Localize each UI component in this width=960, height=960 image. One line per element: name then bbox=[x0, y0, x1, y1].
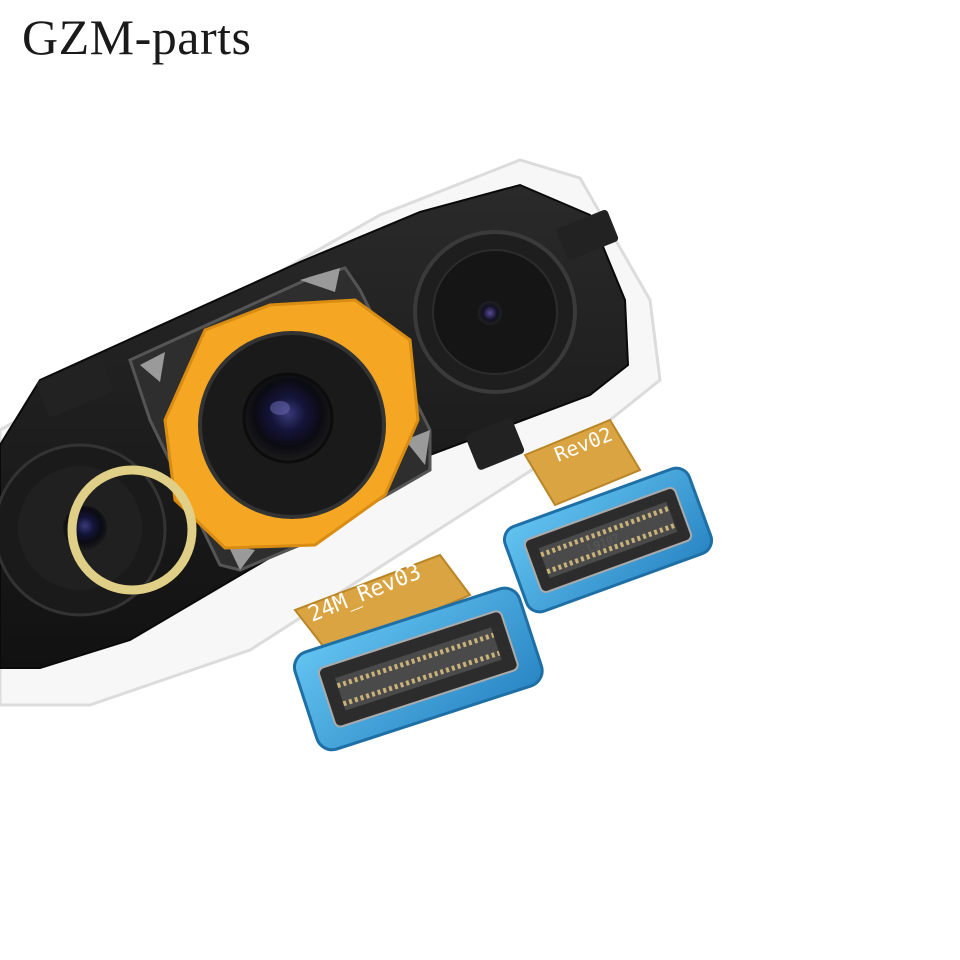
wide-camera bbox=[0, 443, 197, 617]
side-clip bbox=[465, 418, 525, 470]
side-clip bbox=[556, 209, 619, 260]
main-lens-glass bbox=[242, 372, 334, 464]
gold-ring bbox=[67, 465, 197, 595]
flex-ribbon bbox=[293, 553, 472, 657]
side-clip bbox=[36, 357, 114, 417]
depth-camera bbox=[413, 230, 577, 394]
main-camera bbox=[163, 298, 420, 550]
bracket-tab bbox=[300, 268, 340, 292]
board-connector-2: L9107 bbox=[502, 466, 714, 614]
bracket-tab bbox=[140, 352, 165, 382]
flex-cable-1: 24M_Rev03 bbox=[292, 553, 544, 752]
board-connector-1 bbox=[292, 586, 544, 752]
bracket-tab bbox=[228, 545, 255, 570]
flex-cable-2: Rev02 L9107 bbox=[502, 418, 714, 614]
depth-lens-glass bbox=[478, 301, 502, 325]
gzm-parts-watermark: GZM-parts bbox=[22, 9, 252, 65]
flex-ribbon bbox=[523, 418, 642, 507]
